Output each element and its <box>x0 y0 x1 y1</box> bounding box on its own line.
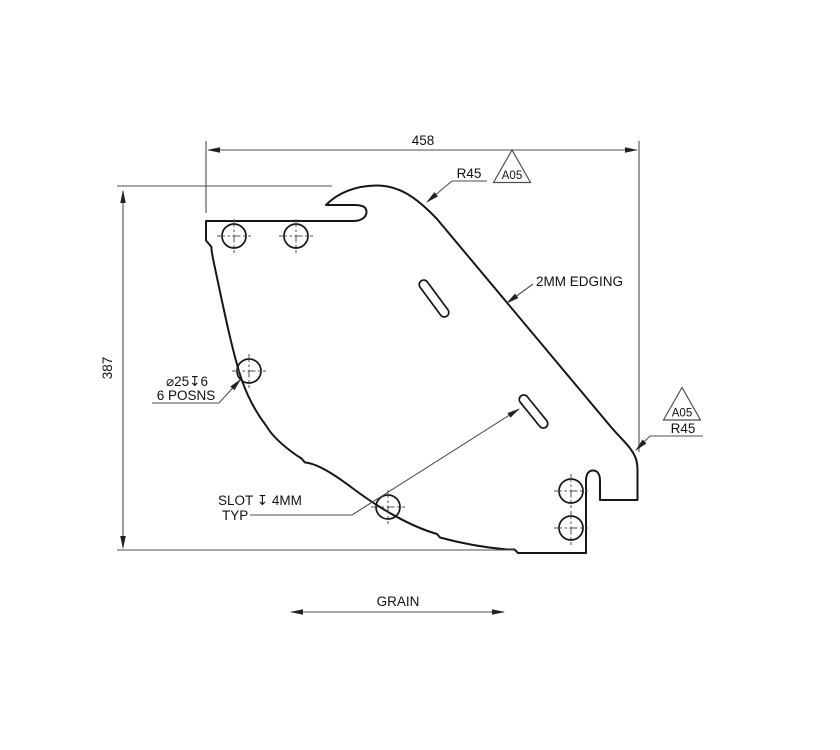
dim-height-value: 387 <box>100 357 115 380</box>
grain-direction: GRAIN <box>290 594 505 615</box>
leader-line <box>426 180 487 203</box>
edge-code-top-label: A05 <box>502 170 522 182</box>
edge-reference-triangle <box>662 386 702 421</box>
slot-note-line2: TYP <box>222 508 248 523</box>
hole-center-mark <box>232 354 266 388</box>
hole-note-line1: ⌀25↧6 <box>166 374 208 389</box>
hole-center-mark <box>554 511 588 545</box>
hole-center-mark <box>217 219 251 253</box>
leader-line <box>152 378 242 404</box>
slot-cutout <box>518 394 549 429</box>
hole-center-mark <box>279 219 313 253</box>
radius-top-label: R45 <box>457 166 482 181</box>
radius-right-label: R45 <box>671 421 696 436</box>
leader-line <box>506 283 534 304</box>
leader-line <box>250 408 520 516</box>
edging-label: 2MM EDGING <box>536 274 623 289</box>
edge-reference-top: A05 <box>492 148 532 184</box>
edging-callout: 2MM EDGING <box>506 274 623 304</box>
edge-reference-triangle <box>492 148 532 184</box>
hole-center-mark <box>371 490 405 524</box>
dimension-height: 387 <box>100 185 514 551</box>
leader-line <box>635 435 703 451</box>
dimension-width: 458 <box>205 133 640 452</box>
dim-width-value: 458 <box>412 133 435 148</box>
edge-code-right-label: A05 <box>672 408 692 420</box>
panel-outline <box>205 184 639 554</box>
slot-cutout <box>418 279 450 318</box>
hole-depth-note: ⌀25↧6 6 POSNS <box>152 374 242 404</box>
hole-center-mark <box>554 474 588 508</box>
grain-label: GRAIN <box>377 594 420 609</box>
slot-depth-note: SLOT ↧ 4MM TYP <box>218 408 520 523</box>
edge-reference-right: A05 R45 <box>635 386 703 451</box>
radius-callout-top: R45 <box>426 166 487 203</box>
hole-note-line2: 6 POSNS <box>157 388 216 403</box>
slot-note-line1: SLOT ↧ 4MM <box>218 493 302 508</box>
mounting-holes <box>217 219 588 545</box>
